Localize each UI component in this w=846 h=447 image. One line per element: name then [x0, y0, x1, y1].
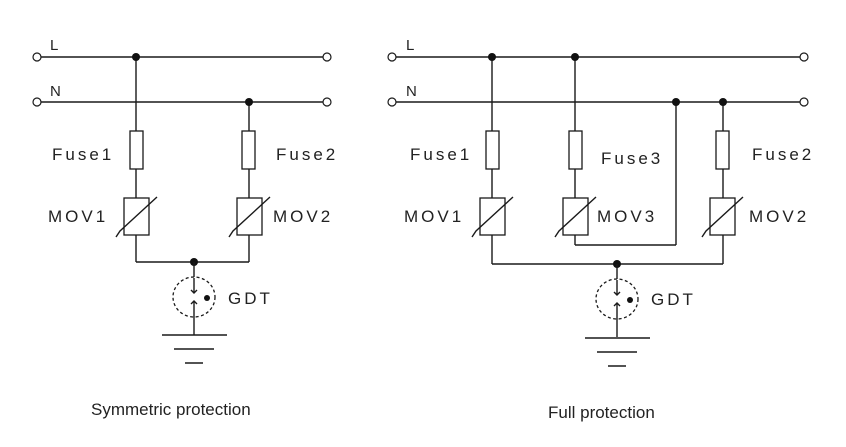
right-mov1-varistor-slash: [471, 196, 514, 238]
right-mov2-label: MOV2: [749, 207, 809, 226]
right-gdt-arrow-top: [613, 291, 621, 296]
left-line-L-terminal-right: [322, 52, 332, 62]
left-gdt-arrow-top: [190, 289, 198, 294]
right-fuse1-symbol: [485, 130, 500, 170]
left-mov2-varistor-slash: [228, 196, 271, 238]
right-fuse1-label: Fuse1: [410, 145, 472, 164]
left-fuse2-symbol: [241, 130, 256, 170]
right-mov3-symbol: [562, 197, 589, 236]
right-fuse3-label: Fuse3: [601, 149, 663, 168]
right-gdt-symbol: [595, 278, 639, 320]
right-mov1-label: MOV1: [404, 207, 464, 226]
left-mov2-label: MOV2: [273, 207, 333, 226]
right-junction-L2: [571, 53, 579, 61]
symmetric-protection-diagram: L N Fuse1 MOV1 Fuse2 MOV2 GDT: [32, 37, 338, 419]
right-gdt-arrow-bottom: [613, 302, 621, 307]
right-gdt-gas-dot: [627, 297, 633, 303]
left-gdt-symbol: [172, 276, 216, 318]
right-line-N-terminal-left: [387, 97, 397, 107]
left-fuse1-symbol: [129, 130, 144, 170]
right-junction-L1: [488, 53, 496, 61]
right-line-N-label: N: [406, 83, 417, 100]
left-fuse2-label: Fuse2: [276, 145, 338, 164]
right-fuse2-symbol: [715, 130, 730, 170]
right-mov2-varistor-slash: [701, 196, 744, 238]
right-junction-N1: [672, 98, 680, 106]
right-line-L-terminal-left: [387, 52, 397, 62]
right-line-L-label: L: [406, 37, 414, 54]
right-line-N-terminal-right: [799, 97, 809, 107]
left-line-L-terminal-left: [32, 52, 42, 62]
right-caption: Full protection: [548, 403, 655, 422]
full-protection-diagram: L N Fuse1 MOV1 Fuse3 MOV3 Fuse2 MOV2: [387, 37, 814, 422]
right-mov3-varistor-slash: [554, 196, 597, 238]
left-junction-L: [132, 53, 140, 61]
left-mov1-label: MOV1: [48, 207, 108, 226]
left-gdt-arrow-bottom: [190, 300, 198, 305]
left-junction-N: [245, 98, 253, 106]
right-junction-N2: [719, 98, 727, 106]
right-fuse2-label: Fuse2: [752, 145, 814, 164]
right-mov3-label: MOV3: [597, 207, 657, 226]
left-line-L-label: L: [50, 37, 58, 54]
left-line-N-terminal-left: [32, 97, 42, 107]
left-gdt-label: GDT: [228, 289, 273, 308]
left-line-N-terminal-right: [322, 97, 332, 107]
left-gdt-gas-dot: [204, 295, 210, 301]
left-mov1-varistor-slash: [115, 196, 158, 238]
right-gdt-label: GDT: [651, 290, 696, 309]
left-line-N-label: N: [50, 83, 61, 100]
left-fuse1-label: Fuse1: [52, 145, 114, 164]
left-caption: Symmetric protection: [91, 400, 251, 419]
right-fuse3-symbol: [568, 130, 583, 170]
right-line-L-terminal-right: [799, 52, 809, 62]
left-mov2-symbol: [236, 197, 263, 236]
